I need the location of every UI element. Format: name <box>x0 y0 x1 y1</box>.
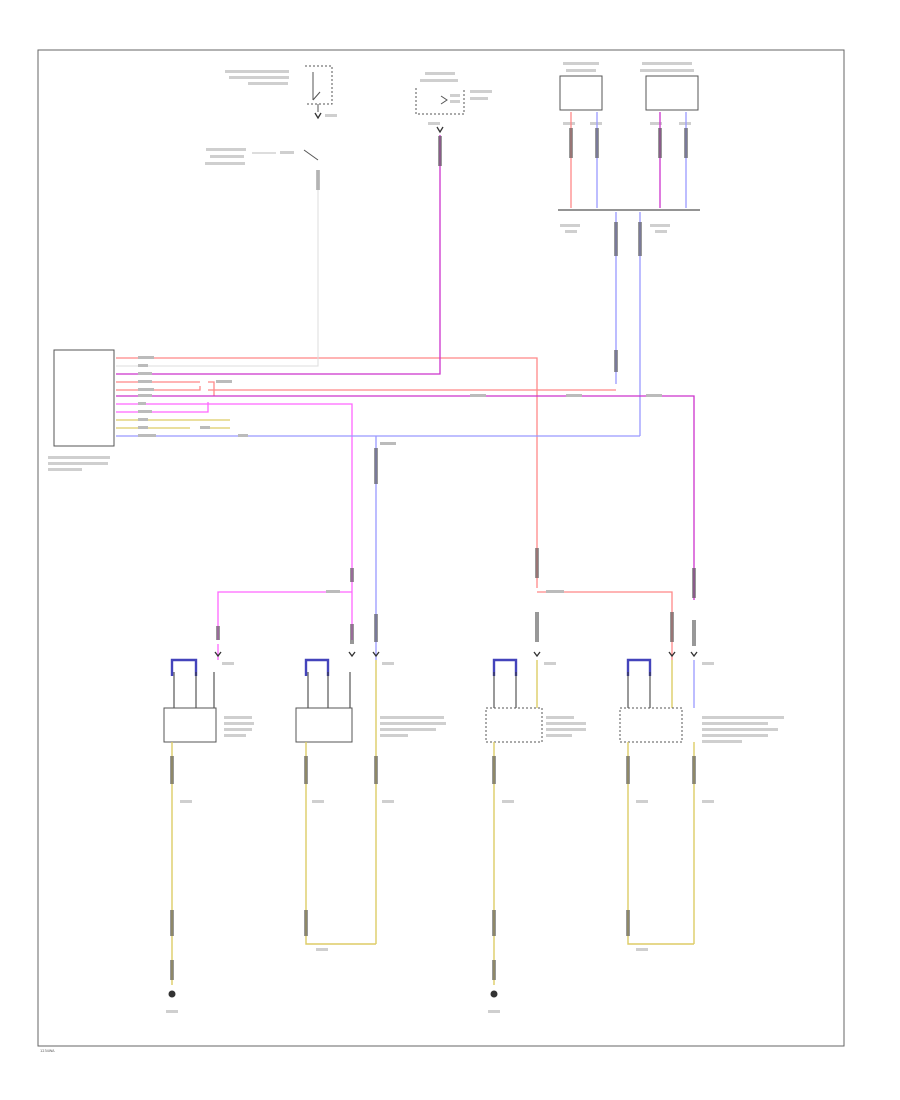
diagram-frame <box>37 49 845 1047</box>
sensor-4 <box>619 658 784 951</box>
top-switch-label-block <box>225 70 289 73</box>
control-module <box>48 349 115 471</box>
footer-code: 1234WA <box>40 1049 55 1053</box>
connector-marks <box>214 651 698 658</box>
top-right-wires <box>558 112 700 436</box>
module-wires <box>116 135 696 660</box>
sensor-3 <box>485 658 586 1013</box>
module-right-b <box>640 62 699 125</box>
switch-sub-label <box>205 148 319 165</box>
sensor-1 <box>163 644 254 1013</box>
sensor-2 <box>295 658 446 951</box>
top-switch-component <box>225 65 337 120</box>
branch-pink <box>216 568 378 644</box>
branch-red <box>535 590 696 660</box>
fuse-component <box>415 72 492 134</box>
module-right-a <box>559 62 603 125</box>
